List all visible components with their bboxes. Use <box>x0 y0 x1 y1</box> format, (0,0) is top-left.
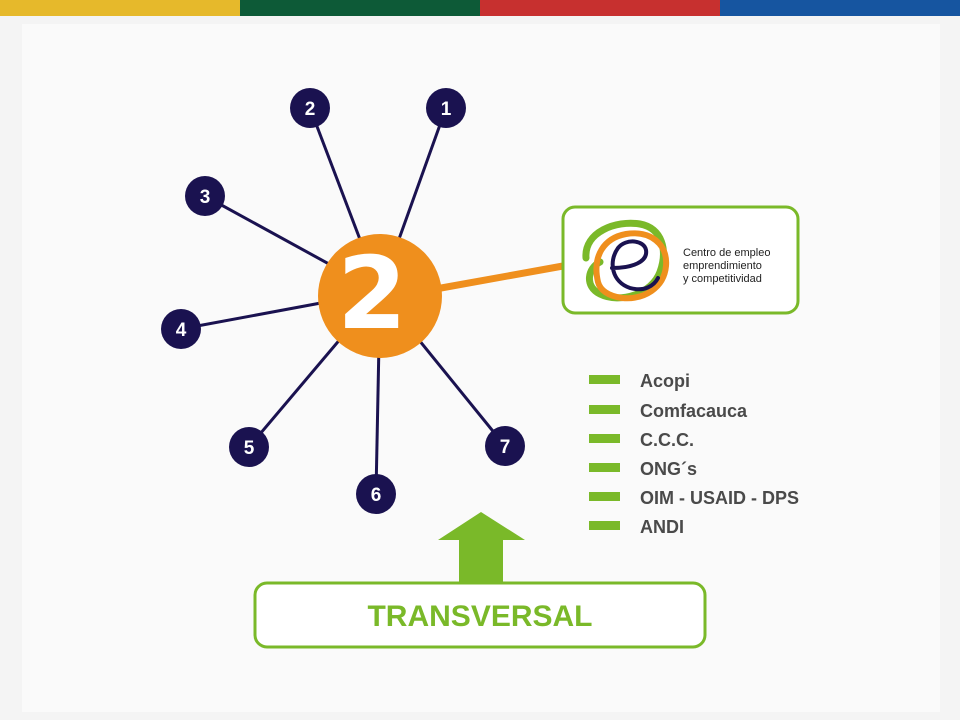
legend-bullet <box>589 492 620 501</box>
node-7: 7 <box>485 426 525 466</box>
legend-item: ANDI <box>589 517 684 537</box>
node-1-circle <box>426 88 466 128</box>
transversal-box: TRANSVERSAL <box>253 581 707 649</box>
e-logo-icon <box>582 219 670 302</box>
node-5-label: 5 <box>244 438 255 459</box>
node-2-circle <box>290 88 330 128</box>
node-3: 3 <box>185 176 225 216</box>
node-6: 6 <box>356 474 396 514</box>
hub-node: 2 <box>318 234 442 358</box>
legend-bullet <box>589 405 620 414</box>
color-bar-blue <box>720 0 960 16</box>
satellite-nodes: 1 2 3 4 5 6 7 <box>161 88 525 514</box>
transversal-box-border <box>253 581 707 649</box>
legend-item: OIM - USAID - DPS <box>589 488 799 508</box>
legend-label: C.C.C. <box>640 430 694 450</box>
logo-orange-swirl <box>593 230 670 302</box>
legend-label: Comfacauca <box>640 401 748 421</box>
legend-item: Acopi <box>589 371 690 391</box>
color-bar-yellow <box>0 0 240 16</box>
transversal-label: TRANSVERSAL <box>367 600 592 633</box>
legend-label: Acopi <box>640 371 690 391</box>
legend-bullet <box>589 375 620 384</box>
legend-bullet <box>589 521 620 530</box>
top-color-bar <box>0 0 960 16</box>
logo-green-swirl <box>582 219 667 302</box>
node-1-label: 1 <box>441 99 452 120</box>
node-2-label: 2 <box>305 99 316 120</box>
node-6-label: 6 <box>371 485 382 506</box>
legend-bullet <box>589 434 620 443</box>
legend-item: Comfacauca <box>589 401 748 421</box>
logo-navy-e <box>610 239 660 292</box>
partner-legend: Acopi Comfacauca C.C.C. ONG´s OIM - USAI… <box>589 371 799 537</box>
legend-bullet <box>589 463 620 472</box>
node-5-circle <box>229 427 269 467</box>
logo-line-2: emprendimiento <box>683 260 762 272</box>
node-6-circle <box>356 474 396 514</box>
hub-circle <box>318 234 442 358</box>
node-7-label: 7 <box>500 437 511 458</box>
node-4-label: 4 <box>176 320 187 341</box>
legend-label: ONG´s <box>640 459 697 479</box>
node-4: 4 <box>161 309 201 349</box>
logo-box: Centro de empleo emprendimiento y compet… <box>561 205 800 315</box>
node-5: 5 <box>229 427 269 467</box>
up-arrow-icon <box>438 512 525 584</box>
logo-line-1: Centro de empleo <box>683 247 770 259</box>
node-2: 2 <box>290 88 330 128</box>
legend-label: ANDI <box>640 517 684 537</box>
color-bar-green <box>240 0 480 16</box>
legend-item: ONG´s <box>589 459 697 479</box>
node-3-circle <box>185 176 225 216</box>
legend-label: OIM - USAID - DPS <box>640 488 799 508</box>
logo-line-3: y competitividad <box>683 273 762 285</box>
color-bar-red <box>480 0 720 16</box>
node-1: 1 <box>426 88 466 128</box>
node-4-circle <box>161 309 201 349</box>
node-3-label: 3 <box>200 187 211 208</box>
hub-label: 2 <box>337 235 407 352</box>
connector-line <box>426 262 567 294</box>
legend-item: C.C.C. <box>589 430 694 450</box>
node-7-circle <box>485 426 525 466</box>
